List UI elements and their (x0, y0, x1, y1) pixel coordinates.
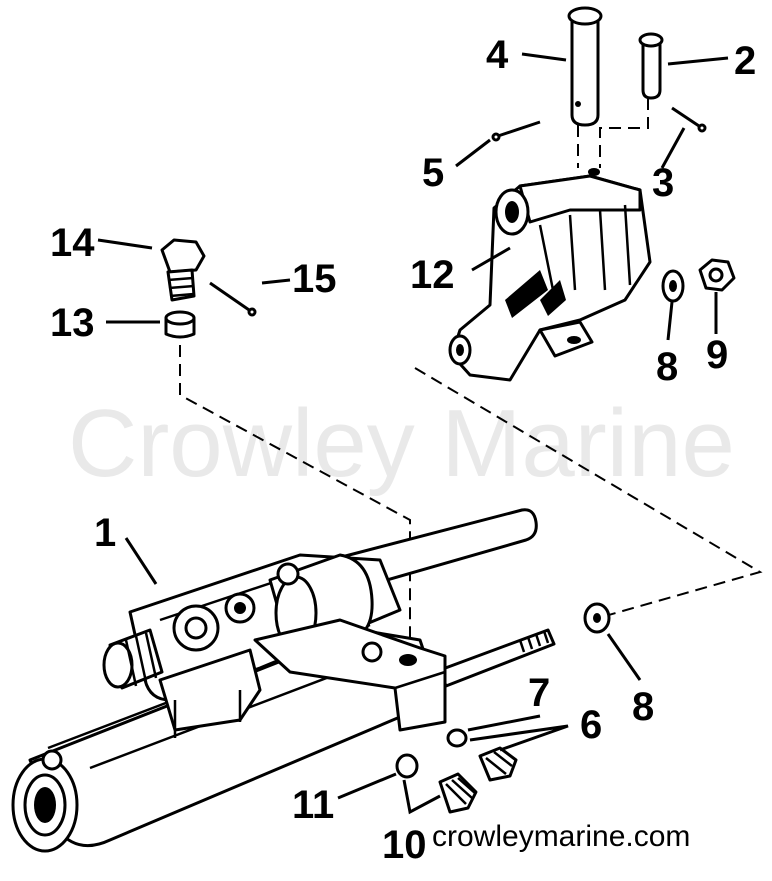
part-5-cotter-pin (491, 120, 541, 142)
callout-8-upper: 8 (656, 345, 678, 389)
callout-14: 14 (50, 221, 95, 265)
callout-9: 9 (706, 333, 728, 377)
callout-4: 4 (486, 33, 509, 77)
assembly-guide-lines (179, 98, 763, 655)
callout-3: 3 (652, 161, 674, 205)
part-13-spacer (164, 310, 196, 339)
part-2-pin (638, 32, 664, 100)
part-11-o-ring (395, 753, 419, 779)
part-7-o-ring (446, 728, 468, 748)
part-14-bolt (160, 238, 206, 302)
callout-11: 11 (292, 783, 334, 827)
callout-2: 2 (734, 39, 756, 83)
watermark-text: Crowley Marine (68, 390, 735, 497)
website-url: crowleymarine.com (432, 820, 690, 853)
part-15-pin (209, 281, 257, 317)
callout-5: 5 (422, 151, 444, 195)
callout-7: 7 (528, 671, 550, 715)
callout-6: 6 (580, 703, 602, 747)
callout-labels: 1 2 3 4 5 6 7 8 9 8 10 11 12 13 14 15 (50, 33, 756, 867)
part-1-cylinder-assembly (11, 508, 556, 853)
part-9-nut (698, 258, 736, 292)
callout-8-lower: 8 (632, 685, 654, 729)
part-6-fitting (478, 746, 518, 782)
callout-1: 1 (94, 511, 116, 555)
callout-12: 12 (410, 253, 455, 297)
callout-13: 13 (50, 301, 95, 345)
part-12-bracket (448, 168, 652, 382)
callout-10: 10 (382, 823, 427, 867)
part-3-cotter-pin (671, 106, 707, 133)
part-8-washer-lower (583, 602, 611, 634)
callout-15: 15 (292, 257, 337, 301)
part-10-fitting (438, 772, 478, 814)
leader-lines (97, 52, 729, 815)
part-8-washer-upper (661, 269, 685, 303)
part-4-pin (567, 6, 603, 127)
